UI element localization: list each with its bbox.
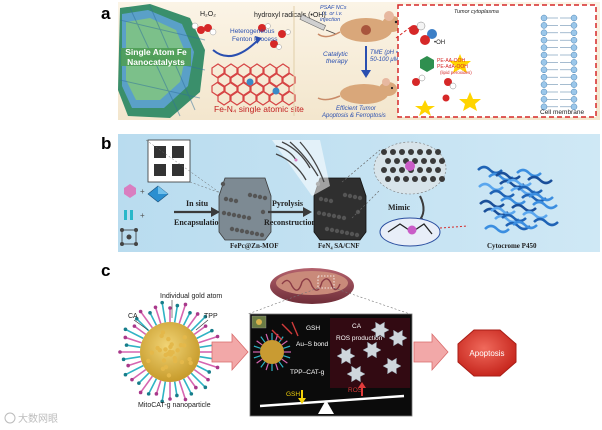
psaf-label-line3: injection — [320, 17, 340, 23]
svg-text:+: + — [140, 211, 145, 220]
nanocatalyst-cluster — [118, 4, 206, 118]
zoom-line — [395, 25, 413, 39]
mouse-top-icon — [317, 11, 402, 42]
insitu-label-line2: Encapsulation — [174, 218, 223, 227]
yellow-star-icon — [415, 54, 481, 116]
cell-membrane — [540, 14, 578, 111]
panel-a-letter: a — [101, 4, 111, 23]
ligand-legend-icon: + + — [120, 184, 145, 246]
syringe-icon — [299, 14, 337, 35]
watermark-text: 大数网眼 — [18, 412, 58, 425]
seesaw-balance — [259, 382, 405, 414]
efficient-label-line2: Apoptosis & Ferroptosis — [321, 113, 386, 119]
cytoplasm-label: Tumor cytoplasma — [454, 9, 499, 15]
octahedron-icon — [147, 185, 169, 203]
efficient-label-line1: Efficient Tumor — [336, 106, 377, 112]
membrane-label: Cell membrane — [540, 109, 584, 116]
tme-label-line2: 50-100 μM H₂O₂) — [370, 57, 416, 63]
panel-b-letter: b — [101, 134, 111, 153]
nanoparticle-label: MitoCAT-g nanoparticle — [138, 402, 211, 409]
zoom-dash-1 — [341, 149, 381, 183]
delivery-arrow — [211, 332, 249, 372]
ca-label: CA — [128, 313, 138, 320]
inset-thumbnail-icon — [251, 315, 267, 329]
lipid-peroxide-label-1: PE-AA-OOH — [437, 58, 465, 64]
fenton-label-line1: Heterogeneous — [230, 28, 275, 35]
apoptosis-label: Apoptosis — [469, 349, 504, 358]
single-atom-sphere-icon — [373, 141, 447, 195]
psaf-label-line2: i.t. or i.v. — [322, 11, 343, 17]
mito-zoom-line-1 — [247, 287, 319, 315]
ros-production-label: ROS production — [336, 335, 383, 342]
mof-unit-cell-icon — [145, 139, 241, 201]
hydroxyl-radical-icon — [258, 23, 291, 50]
h2o2-label: H₂O₂ — [200, 11, 216, 18]
mimic-label: Mimic — [388, 203, 411, 212]
cluster-label-line2: Nanocatalysts — [127, 57, 185, 67]
ca-pointer — [133, 319, 149, 331]
apoptosis-arrow — [413, 332, 449, 372]
h2o2-molecule-icon — [191, 22, 217, 36]
fenton-label-line2: Fenton Process — [232, 36, 278, 43]
p450-label: Cytocrome P450 — [487, 242, 537, 250]
gsh-balance-label: GSH — [286, 391, 300, 398]
mini-molecules-icon — [412, 74, 457, 102]
gsh-arrows — [271, 321, 299, 341]
green-hexagon-icon — [420, 56, 434, 72]
catalytic-label-line1: Catalytic — [323, 51, 349, 58]
psaf-label-line1: PSAF NCs — [320, 5, 347, 11]
lipid-peroxide-label-2: PE-AdA-OOH — [437, 64, 468, 70]
panel-c-letter: c — [101, 261, 110, 280]
catalytic-label-line2: therapy — [326, 58, 348, 65]
mitochondrion-icon — [270, 268, 354, 304]
fe-n4-molecule-icon — [409, 21, 437, 45]
ca-label-2: CA — [352, 323, 362, 330]
hydroxyl-label: hydroxyl radicals (•OH) — [254, 12, 326, 19]
gsh-label: GSH — [306, 325, 320, 332]
fenton-arrow-head — [255, 36, 262, 44]
fiber-zoom-icon — [272, 140, 330, 196]
mini-nanoparticle-icon — [253, 333, 291, 371]
fen-label: FeN₄ SA/CNF — [318, 242, 360, 250]
pyrolysis-label-line2: Reconstruction — [264, 218, 317, 227]
ros-burst-icons — [336, 321, 408, 383]
svg-text:+: + — [140, 187, 145, 196]
panel-c: c Individual gold atom CA TPP MitoCAT-g … — [101, 261, 517, 417]
panel-a: a Single Atom Fe Nanocatalysts H₂O₂ hydr… — [101, 2, 600, 120]
pyrolysis-arrow-head — [303, 207, 312, 217]
tpp-label: TPP — [204, 313, 218, 320]
watermark: 大数网眼 — [4, 412, 58, 425]
mof-label: FePc@Zn-MOF — [230, 242, 279, 250]
pyrolysis-label-line1: Pyrolysis — [272, 199, 303, 208]
oh-radical-label: •OH — [434, 40, 445, 46]
mouse-bottom-icon — [317, 78, 397, 104]
mito-zoom-line-2 — [333, 287, 411, 315]
tme-label-line1: TME (pH = 6.0, — [370, 50, 411, 56]
lipid-peroxide-label-3: (lipid peroxides) — [440, 70, 472, 75]
zoom-dash-2 — [351, 189, 381, 219]
cluster-label-line1: Single Atom Fe — [125, 47, 187, 57]
fe-n4-site-label: Fe-N₄ single atomic site — [214, 104, 304, 114]
apoptosis-cell-icon — [457, 329, 517, 377]
insitu-label-line1: In situ — [186, 199, 209, 208]
ausbond-label: Au–S bond — [296, 341, 329, 348]
cnf-rod-icon — [313, 177, 367, 241]
ros-balance-label: ROS — [348, 387, 363, 394]
fenton-arrow — [212, 39, 259, 58]
panel-b: b + + — [101, 134, 600, 252]
gold-atom-label: Individual gold atom — [160, 293, 222, 300]
tpp-pointer — [195, 319, 209, 331]
encapsulation-arrow-head — [211, 207, 220, 217]
cytochrome-p450-icon — [477, 165, 559, 234]
mof-rod-icon — [218, 177, 272, 241]
catalytic-arrow-head — [361, 70, 371, 78]
fe-n4-lattice — [211, 63, 296, 106]
heme-site-icon — [379, 217, 469, 247]
tppcat-label: TPP–CAT-g — [290, 369, 325, 376]
